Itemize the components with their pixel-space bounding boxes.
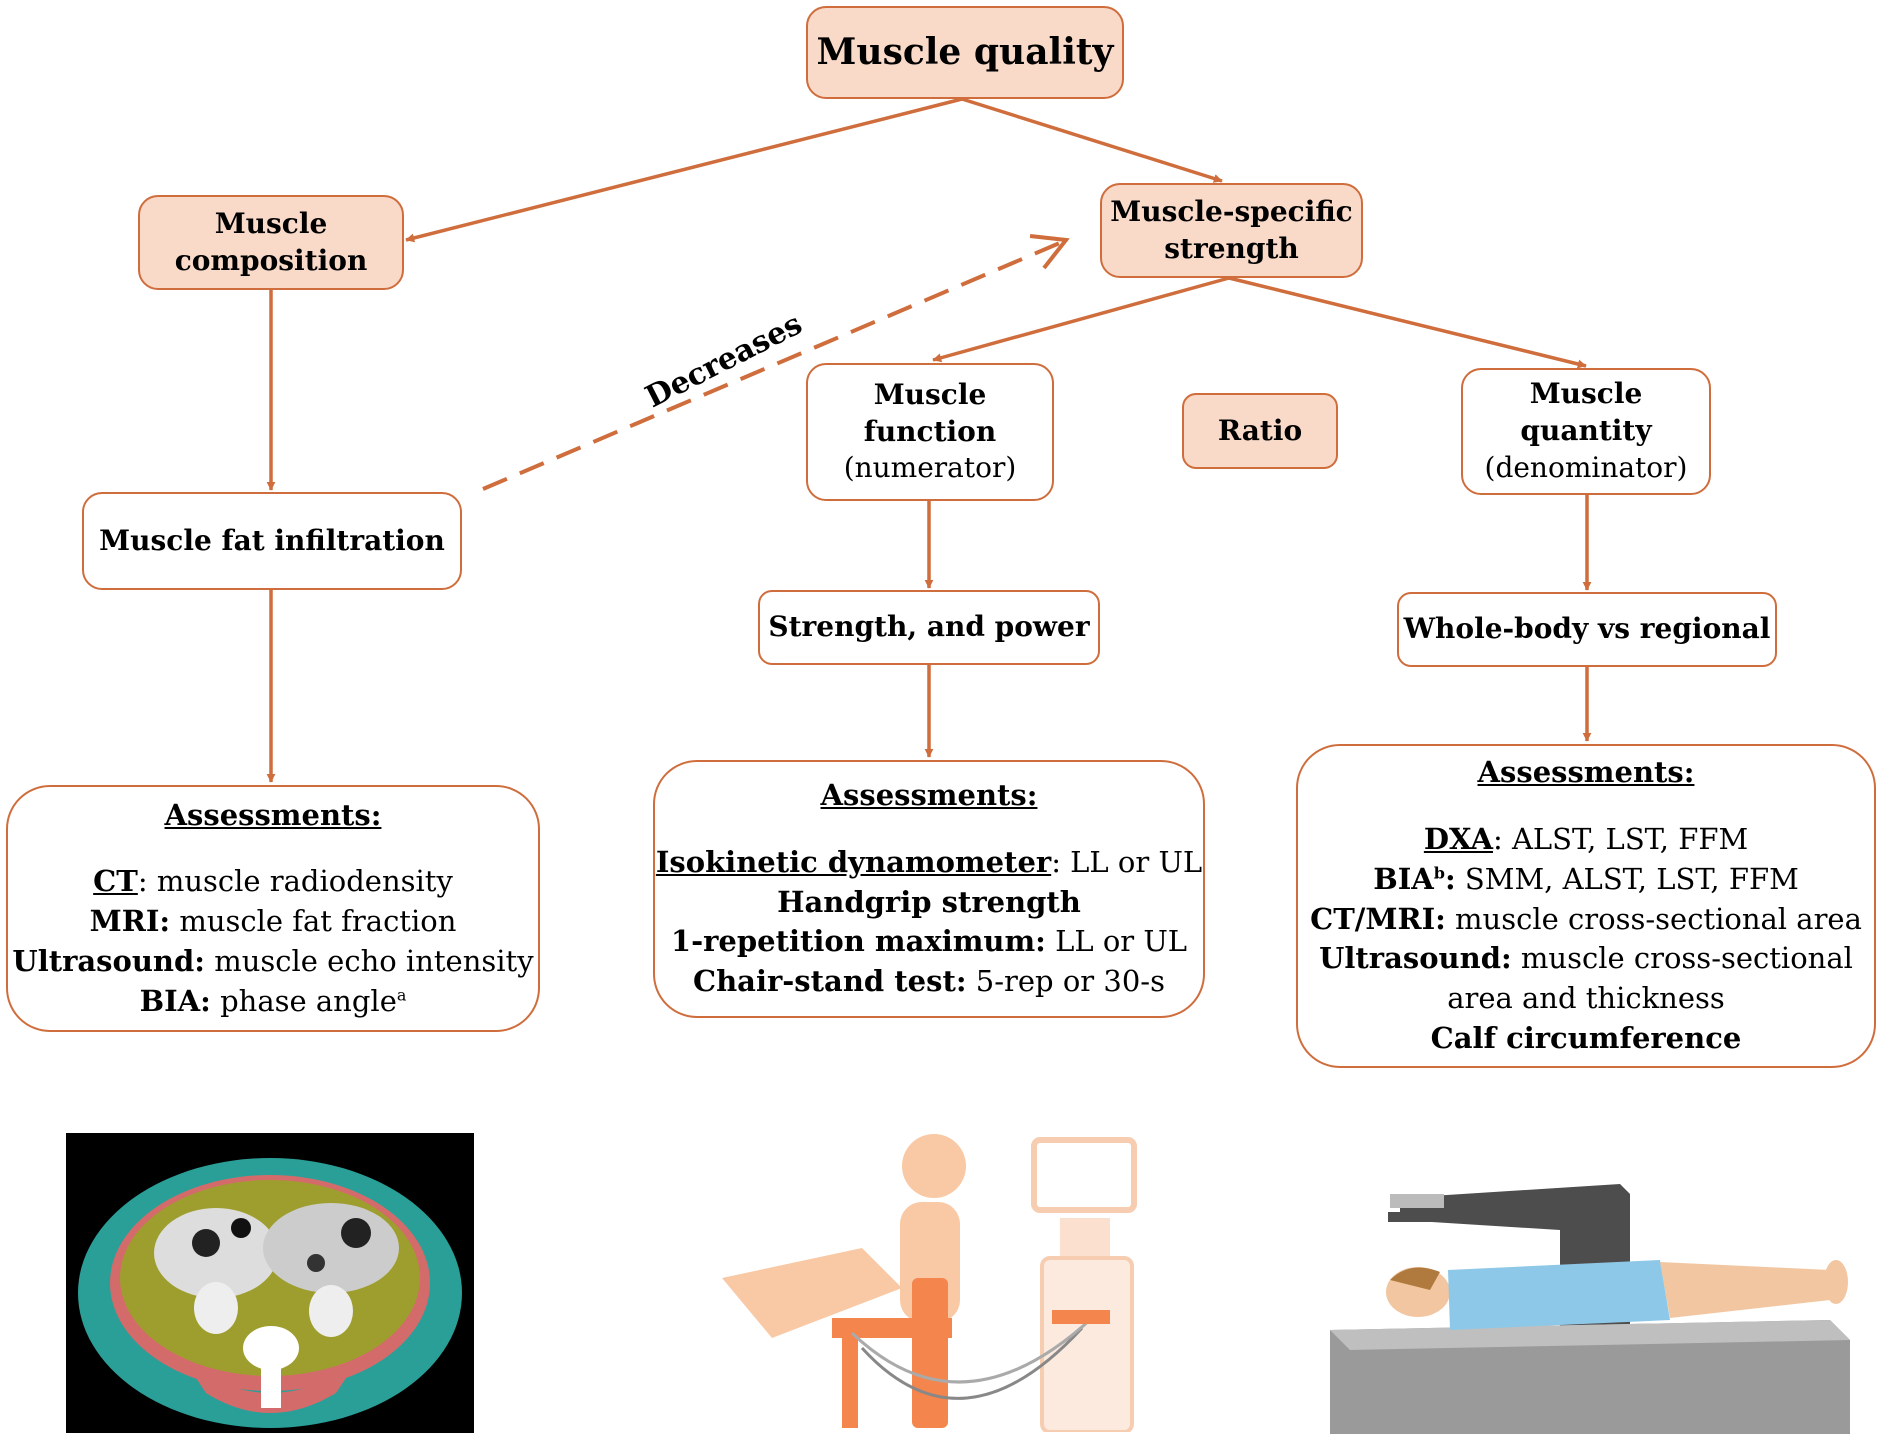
- assessments-left-heading: Assessments:: [164, 797, 382, 832]
- node-strength-power-label: Strength, and power: [768, 610, 1090, 644]
- node-muscle-quantity-sub: (denominator): [1484, 450, 1688, 484]
- assessments-middle-line3: 1-repetition maximum: LL or UL: [670, 924, 1188, 959]
- node-muscle-quality: Muscle quality: [806, 6, 1124, 99]
- node-muscle-function-sub: (numerator): [843, 451, 1017, 485]
- dynamometer-image: [722, 1134, 1137, 1432]
- node-muscle-quantity-line1: Muscle: [1529, 377, 1643, 411]
- node-muscle-specific-line1: Muscle-specific: [1110, 194, 1353, 228]
- arrow-quality-to-specific-strength: [961, 97, 1223, 183]
- node-muscle-composition-line1: Muscle: [214, 206, 328, 240]
- assessments-right-line2: BIAb: SMM, ALST, LST, FFM: [1373, 861, 1799, 896]
- dxa-scanner-image: [1330, 1184, 1850, 1434]
- dashed-arrowhead: [1029, 234, 1070, 270]
- node-strength-power: Strength, and power: [758, 590, 1100, 665]
- node-muscle-composition: Muscle composition: [138, 195, 404, 290]
- node-whole-body-label: Whole-body vs regional: [1403, 612, 1771, 646]
- arrow-quality-to-composition: [405, 97, 963, 243]
- assessments-right-line5: Calf circumference: [1430, 1020, 1742, 1055]
- node-muscle-function-line2: function: [863, 414, 997, 448]
- assessments-right-heading: Assessments:: [1477, 755, 1695, 790]
- assessments-right-line3: CT/MRI: muscle cross-sectional area: [1310, 901, 1862, 936]
- assessments-right-line4b: area and thickness: [1447, 981, 1725, 1016]
- node-muscle-fat-infiltration: Muscle fat infiltration: [82, 492, 462, 590]
- assessments-middle-line2: Handgrip strength: [777, 884, 1081, 919]
- arrow-specific-to-quantity: [1228, 276, 1587, 369]
- node-ratio-label: Ratio: [1217, 413, 1303, 447]
- assessments-right-line4: Ultrasound: muscle cross-sectional: [1319, 941, 1853, 976]
- assessments-middle-heading: Assessments:: [820, 778, 1038, 813]
- node-whole-body: Whole-body vs regional: [1397, 592, 1777, 667]
- node-muscle-fat-infiltration-label: Muscle fat infiltration: [99, 523, 445, 557]
- node-muscle-quality-label: Muscle quality: [816, 30, 1114, 73]
- assessments-left: Assessments: CT: muscle radiodensity MRI…: [6, 785, 540, 1032]
- node-muscle-quantity: Muscle quantity (denominator): [1461, 368, 1711, 495]
- node-muscle-function-line1: Muscle: [873, 377, 987, 411]
- assessments-middle: Assessments: Isokinetic dynamometer: LL …: [653, 760, 1205, 1018]
- node-muscle-quantity-line2: quantity: [1520, 414, 1652, 448]
- assessments-left-line3: Ultrasound: muscle echo intensity: [12, 943, 534, 978]
- assessments-left-line1: CT: muscle radiodensity: [93, 864, 453, 899]
- assessments-right: Assessments: DXA: ALST, LST, FFM BIAb: S…: [1296, 744, 1876, 1068]
- node-muscle-composition-line2: composition: [174, 243, 368, 277]
- assessments-middle-line1: Isokinetic dynamometer: LL or UL: [655, 844, 1203, 879]
- assessments-left-line2: MRI: muscle fat fraction: [89, 904, 457, 939]
- node-muscle-specific-strength: Muscle-specific strength: [1100, 183, 1363, 278]
- assessments-left-line4: BIA: phase anglea: [139, 983, 407, 1018]
- node-muscle-function: Muscle function (numerator): [806, 363, 1054, 501]
- node-muscle-specific-line2: strength: [1164, 231, 1299, 265]
- arrow-specific-to-function: [932, 276, 1230, 363]
- assessments-middle-line4: Chair-stand test: 5-rep or 30-s: [693, 964, 1165, 999]
- assessments-right-line1: DXA: ALST, LST, FFM: [1423, 822, 1749, 857]
- node-ratio: Ratio: [1182, 393, 1338, 469]
- dashed-decreases-arrow: [482, 240, 1063, 491]
- ct-scan-image: [66, 1133, 474, 1433]
